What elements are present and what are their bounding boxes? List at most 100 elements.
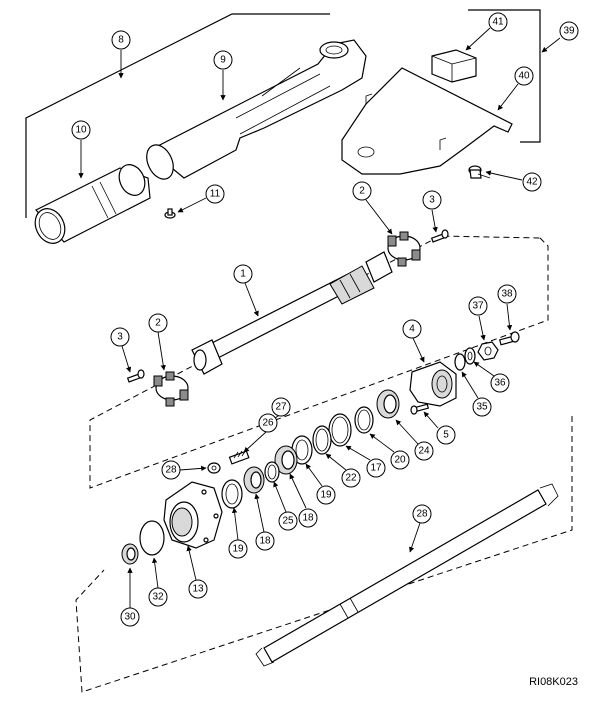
callout-19-upper: 19 <box>305 463 336 505</box>
callout-20: 20 <box>369 433 410 470</box>
part-bolt-42 <box>468 165 491 179</box>
part-bearing-18-lower <box>243 466 265 494</box>
svg-text:17: 17 <box>370 463 382 474</box>
svg-text:26: 26 <box>262 418 274 429</box>
part-oring-32 <box>139 520 165 556</box>
svg-text:27: 27 <box>275 402 287 413</box>
svg-text:4: 4 <box>409 324 415 335</box>
part-shield-40 <box>341 67 513 175</box>
part-ring-22 <box>312 425 332 455</box>
part-tube-10 <box>34 164 151 244</box>
svg-text:40: 40 <box>518 71 530 82</box>
svg-text:2: 2 <box>155 318 161 329</box>
callout-40: 40 <box>497 66 534 111</box>
callout-19-lower: 19 <box>228 507 248 559</box>
svg-text:32: 32 <box>152 592 164 603</box>
part-bearing-cup-19-lower <box>221 479 243 509</box>
svg-text:22: 22 <box>345 473 357 484</box>
svg-text:1: 1 <box>240 269 246 280</box>
svg-text:39: 39 <box>563 26 575 37</box>
part-seal-30 <box>121 543 139 565</box>
callout-2-lower: 2 <box>148 313 168 371</box>
svg-text:28: 28 <box>416 509 428 520</box>
svg-text:9: 9 <box>220 55 226 66</box>
callout-35: 35 <box>461 371 492 417</box>
part-seal-24 <box>376 389 400 419</box>
part-stud-25 <box>228 449 250 465</box>
group-bracket-39 <box>468 9 541 143</box>
callout-13: 13 <box>186 545 208 599</box>
svg-text:20: 20 <box>394 455 406 466</box>
callout-24: 24 <box>395 419 434 461</box>
callout-4: 4 <box>402 319 425 363</box>
part-yoke-4 <box>409 361 457 407</box>
callout-37: 37 <box>468 296 488 341</box>
svg-text:19: 19 <box>320 490 332 501</box>
svg-text:38: 38 <box>501 289 513 300</box>
svg-text:8: 8 <box>118 35 124 46</box>
callout-32: 32 <box>148 557 168 607</box>
svg-text:30: 30 <box>124 612 136 623</box>
svg-text:2: 2 <box>359 186 365 197</box>
part-hub-13 <box>163 481 223 549</box>
callout-22: 22 <box>325 453 361 488</box>
callout-10: 10 <box>71 120 91 179</box>
part-washer-35 <box>454 353 466 371</box>
callout-28: 28 <box>409 504 432 553</box>
part-ring-17 <box>328 413 352 447</box>
callout-36: 36 <box>473 361 510 393</box>
svg-text:28: 28 <box>165 465 177 476</box>
svg-text:24: 24 <box>418 446 430 457</box>
svg-text:5: 5 <box>443 430 449 441</box>
svg-text:35: 35 <box>476 402 488 413</box>
callout-11: 11 <box>177 184 225 213</box>
svg-text:18: 18 <box>302 513 314 524</box>
svg-text:42: 42 <box>526 177 538 188</box>
callout-3-lower: 3 <box>110 327 132 373</box>
part-ujoint-2-upper <box>387 231 421 267</box>
svg-text:25: 25 <box>282 516 294 527</box>
part-pin-3-upper <box>430 229 449 243</box>
part-washer-27 <box>207 462 221 474</box>
figure-reference-code: RI08K023 <box>529 676 578 688</box>
part-spacer-23 <box>264 461 280 483</box>
callout-3-upper: 3 <box>422 190 442 233</box>
part-ring-20 <box>354 406 374 434</box>
callout-41: 41 <box>465 12 508 51</box>
svg-text:18: 18 <box>259 536 271 547</box>
part-arm-housing-9 <box>146 39 367 180</box>
part-pin-3-lower <box>126 369 145 383</box>
callout-9: 9 <box>213 50 233 101</box>
enclosure-lower <box>75 416 573 693</box>
callout-38: 38 <box>497 284 517 331</box>
part-bolt-38 <box>498 331 520 346</box>
svg-text:10: 10 <box>75 125 87 136</box>
part-ujoint-2-lower <box>153 371 189 407</box>
callout-30: 30 <box>120 567 140 627</box>
callout-1: 1 <box>233 264 259 317</box>
callout-23: 25 <box>273 481 298 531</box>
group-bracket-8 <box>25 13 330 218</box>
part-washer-36 <box>464 347 476 365</box>
svg-text:36: 36 <box>494 378 506 389</box>
callout-17: 17 <box>345 445 386 478</box>
svg-text:3: 3 <box>117 332 123 343</box>
callout-5: 5 <box>423 411 456 445</box>
svg-text:3: 3 <box>429 195 435 206</box>
callout-42: 42 <box>485 170 542 192</box>
svg-text:41: 41 <box>492 17 504 28</box>
callout-18-left: 18 <box>254 493 275 551</box>
callout-25: 26 <box>243 413 278 453</box>
part-bolt-5 <box>410 403 430 415</box>
callout-39: 39 <box>541 21 579 53</box>
callout-2-upper: 2 <box>352 181 393 235</box>
callout-18-right: 18 <box>289 473 318 528</box>
part-bearing-18-upper <box>274 445 298 475</box>
callout-8: 8 <box>111 30 131 79</box>
part-screw-11 <box>164 208 176 219</box>
svg-text:37: 37 <box>472 301 484 312</box>
callout-27: 28 <box>161 460 207 480</box>
svg-text:19: 19 <box>232 544 244 555</box>
svg-text:13: 13 <box>192 584 204 595</box>
